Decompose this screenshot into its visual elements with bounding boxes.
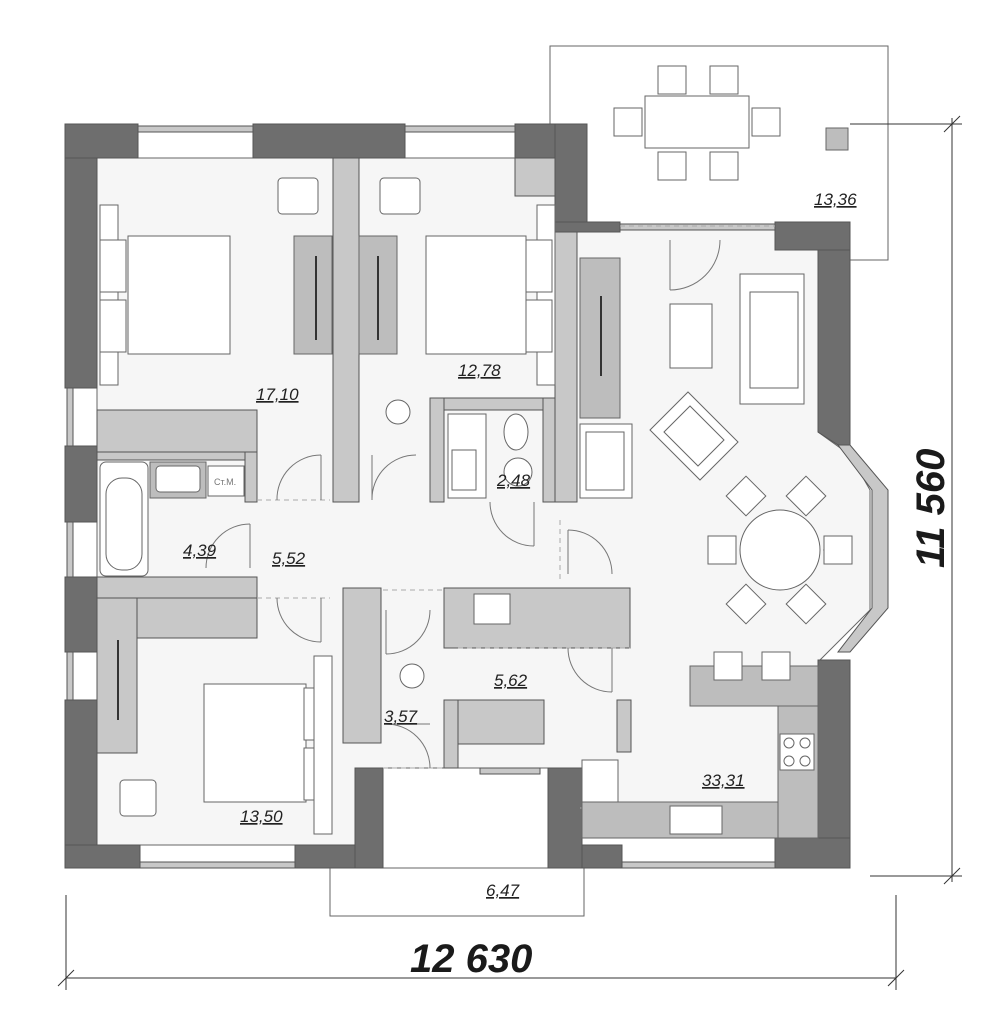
dimension-width: 12 630 — [410, 937, 532, 981]
bedroom-1-furniture — [99, 177, 333, 386]
area-label-terrace: 13,36 — [814, 190, 857, 209]
area-label-hallway: 5,52 — [272, 549, 306, 568]
kitchen — [581, 651, 819, 839]
area-label-utility: 5,62 — [494, 671, 528, 690]
utility-sink — [473, 593, 511, 625]
bedroom-2-furniture — [358, 177, 556, 425]
bathroom-fixtures: Ст.М. — [99, 461, 245, 577]
doors — [205, 239, 721, 769]
area-label-bedroom-2: 12,78 — [458, 361, 501, 380]
area-label-vestibule: 3,57 — [384, 707, 418, 726]
washing-machine-label: Ст.М. — [214, 477, 236, 487]
person-icon — [399, 663, 425, 689]
porch-floor — [329, 867, 585, 917]
wc-fixtures — [447, 413, 533, 499]
area-label-wc: 2,48 — [496, 471, 531, 490]
terrace-dining — [613, 65, 849, 181]
dining-set — [707, 475, 853, 625]
outer-walls — [64, 123, 889, 869]
area-label-living-kitchen: 33,31 — [702, 771, 745, 790]
living-furniture — [649, 273, 805, 481]
dimension-height: 11 560 — [909, 449, 953, 568]
partition-walls — [96, 157, 632, 769]
area-label-bedroom-1: 17,10 — [256, 385, 299, 404]
bedroom-3-furniture — [117, 640, 333, 835]
area-label-bathroom: 4,39 — [183, 541, 217, 560]
area-label-bedroom-3: 13,50 — [240, 807, 283, 826]
area-label-porch: 6,47 — [486, 881, 520, 900]
dimension-lines — [57, 115, 962, 990]
